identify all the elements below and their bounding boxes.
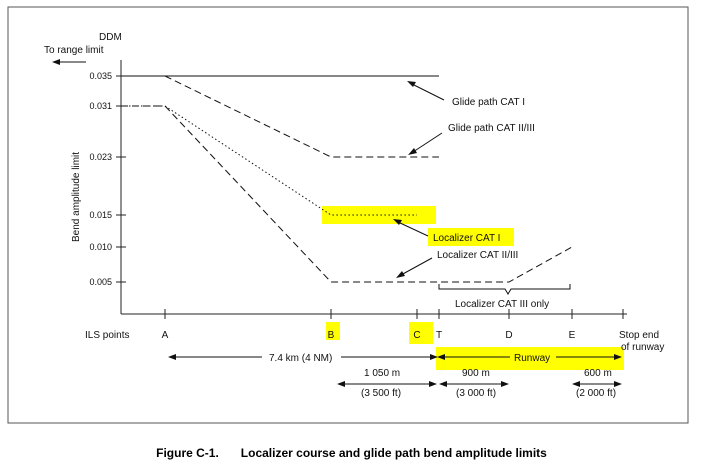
dist-total-right-head: [430, 354, 438, 360]
dist-1050m: 1 050 m: [364, 368, 400, 379]
highlight-localizer-cat-i-line: [322, 206, 436, 224]
caption-number: Figure C-1.: [156, 446, 219, 460]
highlight-point-b: [326, 322, 340, 340]
highlight-point-c: [409, 322, 433, 344]
pointer-gp-cat-i: [411, 83, 445, 101]
x-point-of-runway: of runway: [621, 342, 664, 353]
y-axis-label: Bend amplitude limit: [71, 152, 82, 242]
ddm-label: DDM: [99, 32, 122, 43]
series-line-3: [121, 105, 573, 283]
dist-1050-arrow-r: [429, 381, 437, 387]
y-ticks: 0.035 0.031 0.023 0.015 0.010 0.005: [89, 71, 126, 287]
pointer-gp-cat-ii-head: [408, 148, 417, 155]
label-localizer-cat-i: Localizer CAT I: [433, 233, 500, 244]
pointer-loc-cat-ii: [400, 257, 433, 276]
y-tick-label-4: 0.010: [89, 242, 112, 252]
pointer-loc-cat-i-head: [393, 219, 402, 225]
highlight-runway: [436, 347, 624, 370]
dist-1050-arrow-l: [337, 381, 345, 387]
range-note: To range limit: [44, 45, 104, 56]
dist-900-arrow-l: [439, 381, 447, 387]
x-point-T: T: [436, 330, 442, 341]
y-tick-label-5: 0.005: [89, 277, 112, 287]
pointer-gp-cat-i-head: [407, 81, 416, 87]
y-tick-label-0: 0.035: [89, 71, 112, 81]
highlight-localizer-cat-i-label: [428, 228, 514, 246]
dist-900ft: (3 000 ft): [456, 388, 496, 399]
label-glide-path-cat-i: Glide path CAT I: [452, 97, 525, 108]
pointer-gp-cat-ii: [412, 132, 443, 153]
x-point-B: B: [328, 330, 335, 341]
label-glide-path-cat-ii-iii: Glide path CAT II/III: [448, 123, 535, 134]
x-point-C: C: [413, 330, 420, 341]
dist-total-left-head: [168, 354, 176, 360]
series-lines: [121, 75, 573, 283]
x-point-A: A: [162, 330, 169, 341]
y-tick-label-3: 0.015: [89, 210, 112, 220]
pointer-loc-cat-i: [397, 221, 429, 237]
x-point-D: D: [505, 330, 512, 341]
figure-caption: Figure C-1. Localizer course and glide pa…: [0, 446, 703, 460]
label-localizer-cat-iii-only: Localizer CAT III only: [455, 299, 549, 310]
figure-frame: [7, 6, 689, 424]
series-line-1: [121, 75, 439, 158]
series-line-2: [121, 105, 417, 216]
x-point-stop-end: Stop end: [619, 330, 659, 341]
range-arrowhead: [52, 59, 60, 65]
dist-600m: 600 m: [584, 368, 612, 379]
dist-1050ft: (3 500 ft): [361, 388, 401, 399]
runway-label: Runway: [514, 353, 550, 364]
x-point-E: E: [569, 330, 576, 341]
runway-arrow-left-head: [437, 354, 445, 360]
pointer-loc-cat-ii-head: [396, 271, 405, 278]
y-tick-label-2: 0.023: [89, 152, 112, 162]
dist-total-label: 7.4 km (4 NM): [269, 353, 332, 364]
dist-900-arrow-r: [501, 381, 509, 387]
cat-iii-brace: [438, 284, 571, 295]
dist-600-arrow-l: [572, 381, 580, 387]
caption-title: Localizer course and glide path bend amp…: [240, 446, 547, 460]
label-localizer-cat-ii-iii: Localizer CAT II/III: [437, 250, 518, 261]
ils-points-label: ILS points: [85, 330, 129, 341]
dist-600ft: (2 000 ft): [576, 388, 616, 399]
runway-arrow-right-head: [614, 354, 622, 360]
dist-900m: 900 m: [462, 368, 490, 379]
dist-600-arrow-r: [614, 381, 622, 387]
y-tick-label-1: 0.031: [89, 101, 112, 111]
